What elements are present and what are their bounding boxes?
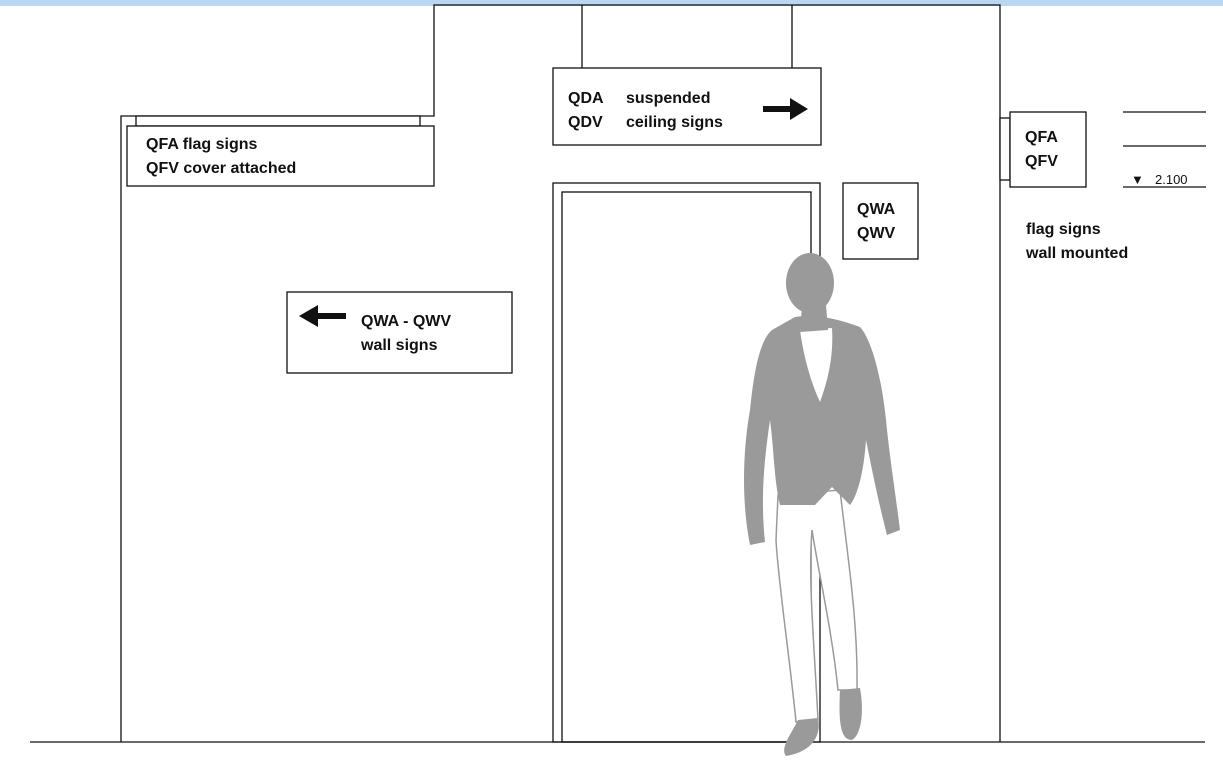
suspended-code-1: QDA — [568, 90, 604, 107]
top-band — [0, 0, 1223, 6]
shoe-left — [784, 718, 819, 756]
flag-wall-line-2: QFV — [1025, 153, 1058, 170]
shoe-right — [839, 688, 862, 740]
wall-small-line-1: QWA — [857, 201, 896, 218]
height-marker-value: 2.100 — [1155, 172, 1188, 187]
height-marker-triangle-icon: ▼ — [1131, 172, 1144, 187]
flag-sign-cover-attached: QFA flag signs QFV cover attached — [126, 115, 435, 187]
wall-sign-main-panel — [286, 291, 513, 374]
wall-main-line-2: wall signs — [360, 337, 438, 354]
wall-sign-small: QWA QWV — [842, 182, 919, 260]
height-reference: ▼ 2.100 — [1123, 111, 1206, 188]
wall-sign-main: QWA - QWV wall signs — [286, 291, 513, 374]
suspended-label-2: ceiling signs — [626, 114, 723, 131]
flag-wall-caption-2: wall mounted — [1025, 245, 1128, 262]
arrow-left-icon — [299, 305, 346, 327]
trousers — [775, 489, 858, 723]
flag-sign-wall-panel — [1009, 111, 1087, 188]
head — [786, 253, 834, 313]
wall-small-line-2: QWV — [857, 225, 896, 242]
wall-main-line-1: QWA - QWV — [361, 313, 451, 330]
flag-sign-bracket — [999, 117, 1011, 181]
flag-sign-wall-mounted: QFA QFV — [999, 111, 1087, 188]
flag-cover-line-2: QFV cover attached — [146, 160, 296, 177]
flag-cover-line-1: QFA flag signs — [146, 136, 258, 153]
person-silhouette — [744, 253, 900, 756]
flag-sign-cover-strip — [135, 115, 421, 127]
suspended-ceiling-sign: QDA suspended QDV ceiling signs — [552, 67, 822, 146]
cardigan — [744, 316, 900, 545]
flag-wall-line-1: QFA — [1025, 129, 1058, 146]
shirt — [800, 328, 833, 402]
arrow-right-icon — [763, 98, 808, 120]
suspended-code-2: QDV — [568, 114, 603, 131]
flag-wall-caption-1: flag signs — [1026, 221, 1101, 238]
door-leaf — [561, 191, 812, 743]
suspended-label-1: suspended — [626, 90, 710, 107]
flag-sign-cover-panel — [126, 125, 435, 187]
wall-sign-small-panel — [842, 182, 919, 260]
